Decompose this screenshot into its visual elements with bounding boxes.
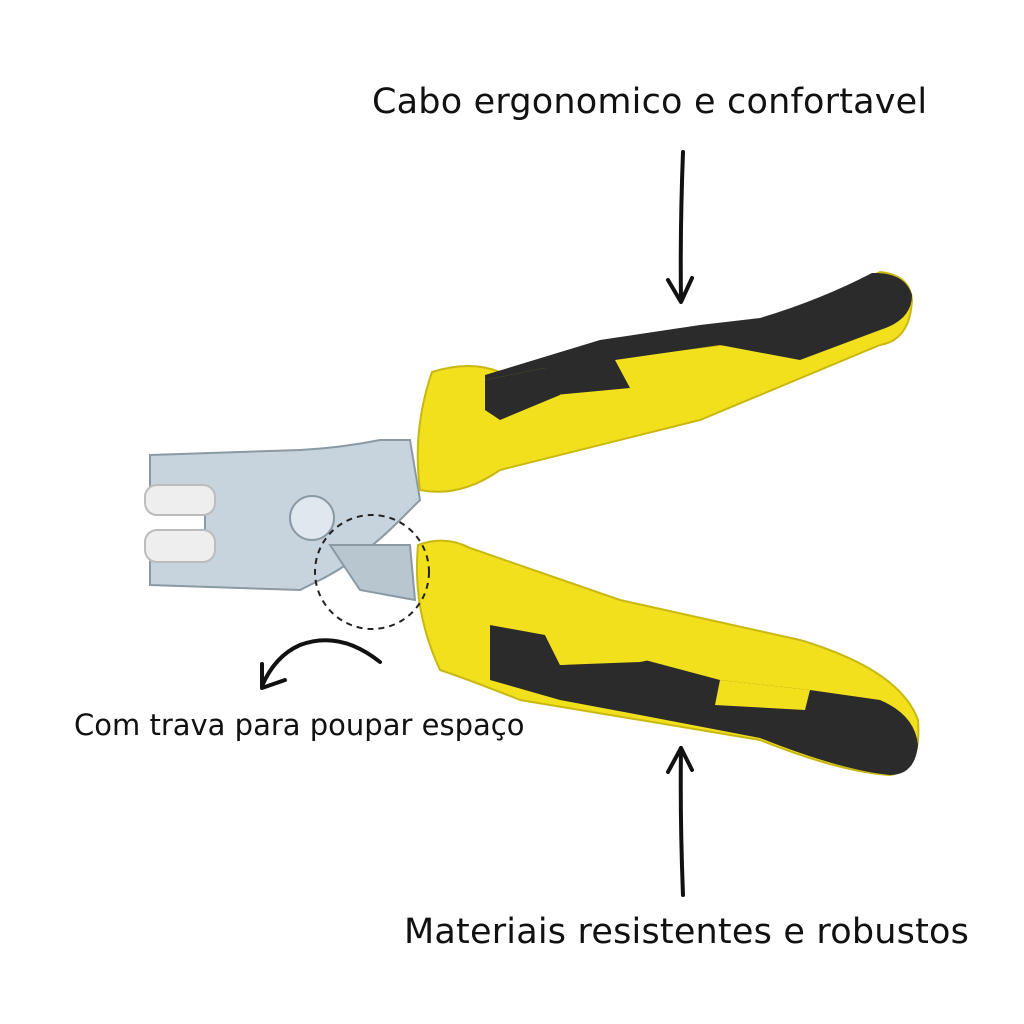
arrow-down-icon xyxy=(666,150,694,304)
pliers-bottom-handle xyxy=(415,539,920,777)
dashed-circle-highlight xyxy=(314,514,430,630)
pliers-metal-head xyxy=(149,439,422,602)
annotation-materials: Materiais resistentes e robustos xyxy=(404,912,970,952)
pliers-top-handle xyxy=(416,270,914,493)
annotation-ergonomic-handle: Cabo ergonomico e confortavel xyxy=(372,82,928,122)
curved-arrow-icon xyxy=(260,638,382,690)
arrow-up-icon xyxy=(666,746,694,897)
pliers-rollers xyxy=(144,484,216,563)
annotation-lock: Com trava para poupar espaço xyxy=(74,708,525,742)
